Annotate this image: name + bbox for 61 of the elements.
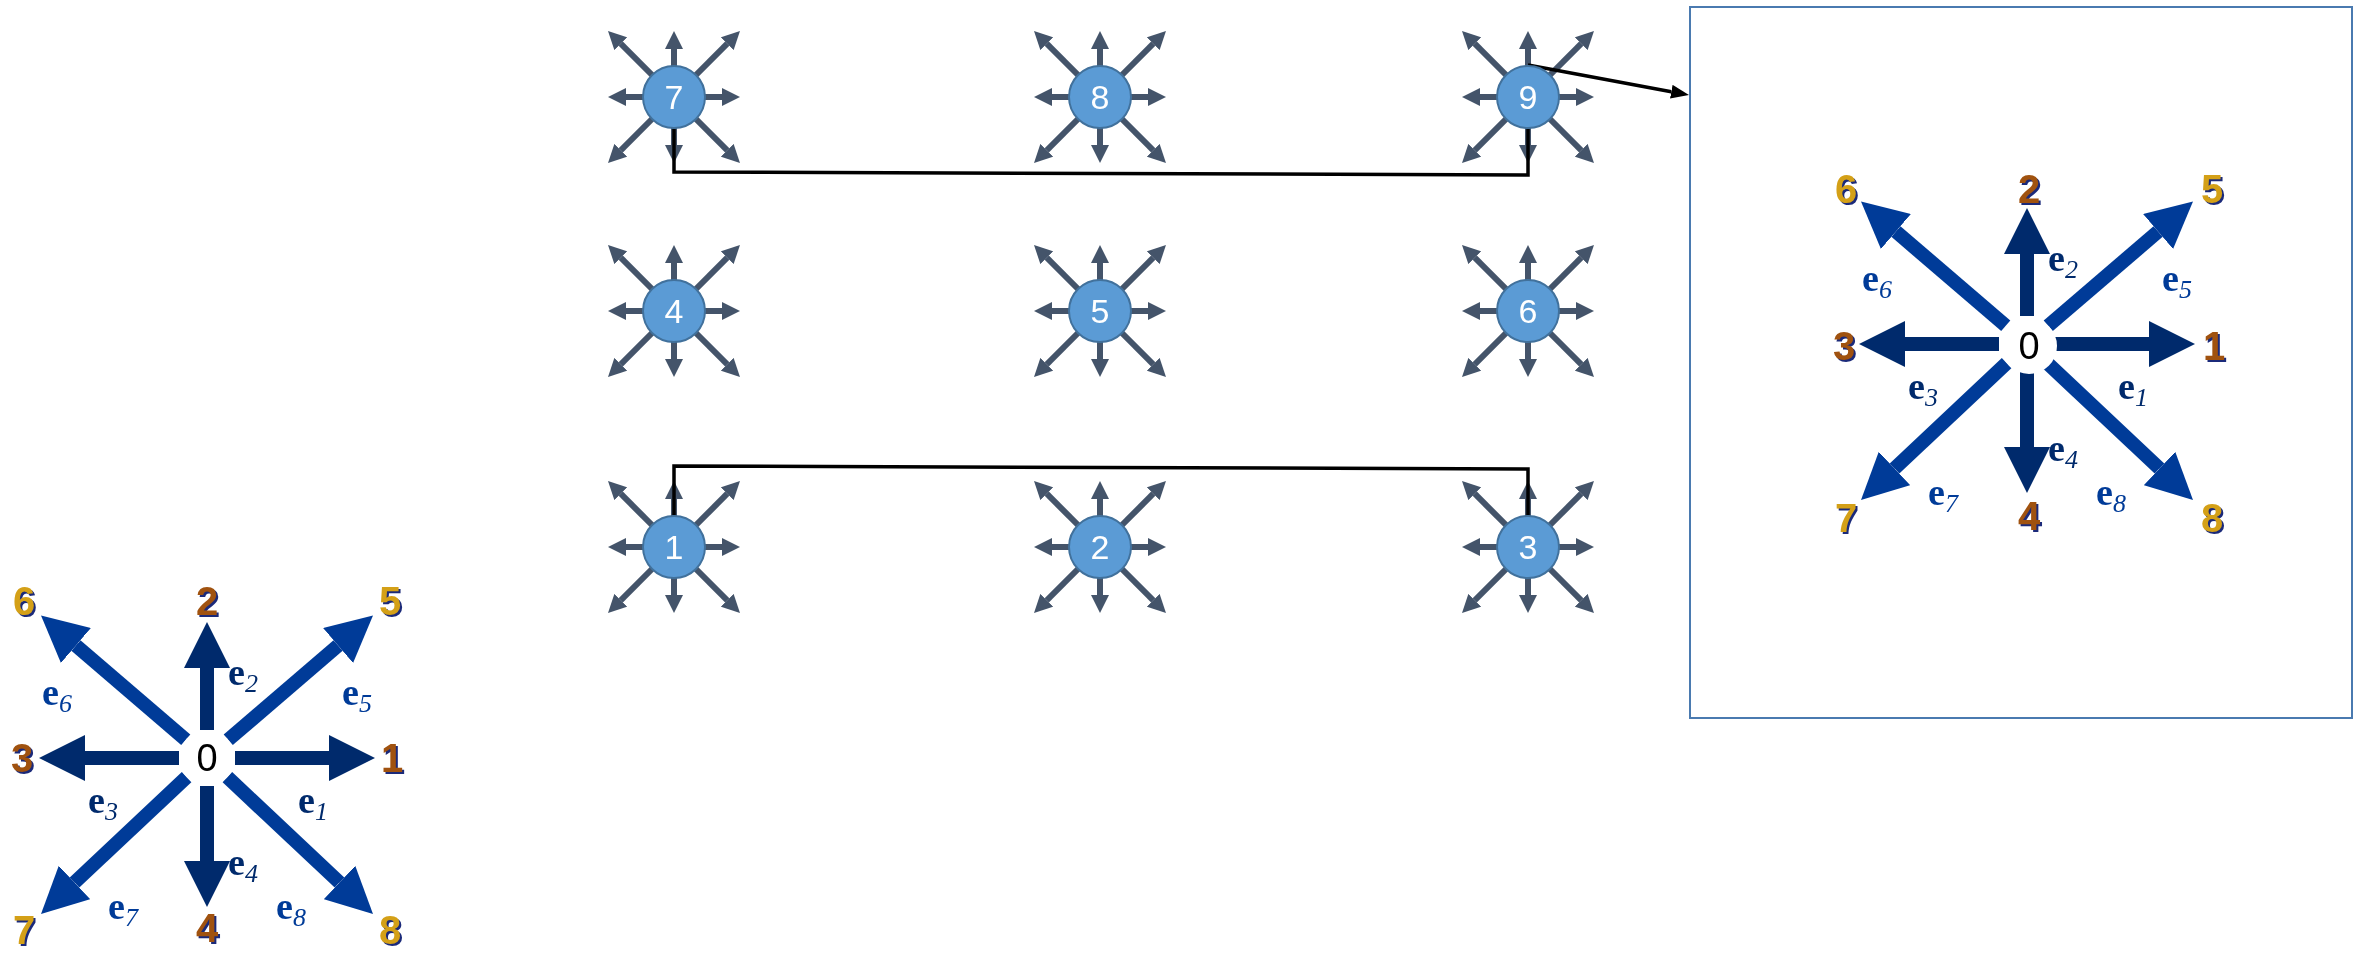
vector-label: e$_{4}$	[228, 843, 258, 881]
direction-number: 3	[1827, 325, 1861, 367]
vector-label: e$_{6}$	[1862, 259, 1892, 297]
vector-label: e$_{8}$	[276, 887, 306, 925]
vector-label: e$_{1}$	[298, 781, 328, 819]
vector-label: e$_{7}$	[108, 887, 138, 925]
direction-number: 1	[2197, 325, 2231, 367]
vector-label: e$_{5}$	[342, 673, 372, 711]
direction-number: 6	[1829, 168, 1863, 210]
arrow	[1861, 201, 2011, 332]
arrow	[1861, 358, 2012, 500]
direction-number: 1	[375, 737, 409, 779]
direction-number: 7	[7, 909, 41, 951]
connector-line	[672, 129, 1530, 177]
lattice-node: 5	[1068, 279, 1132, 343]
direction-number: 7	[1829, 497, 1863, 539]
direction-number: 2	[190, 580, 224, 622]
arrow	[2055, 321, 2195, 367]
vector-label: e$_{2}$	[2048, 239, 2078, 277]
vector-label: e$_{5}$	[2162, 259, 2192, 297]
direction-number: 2	[2012, 168, 2046, 210]
lattice-node: 4	[642, 279, 706, 343]
arrow	[222, 772, 373, 914]
arrow	[2004, 208, 2050, 316]
arrow	[2004, 372, 2050, 493]
lattice-node: 2	[1068, 515, 1132, 579]
vector-label: e$_{4}$	[2048, 429, 2078, 467]
direction-number: 8	[2195, 497, 2229, 539]
vector-label: e$_{6}$	[42, 673, 72, 711]
arrow	[1859, 321, 1999, 367]
direction-number: 8	[373, 909, 407, 951]
direction-number: 3	[5, 737, 39, 779]
arrow	[41, 615, 191, 746]
arrow	[41, 772, 192, 914]
lattice-node: 9	[1496, 65, 1560, 129]
direction-number: 6	[7, 580, 41, 622]
lattice-node: 7	[642, 65, 706, 129]
arrow	[223, 615, 373, 746]
arrow	[184, 622, 230, 730]
direction-number: 4	[2012, 495, 2046, 537]
vector-label: e$_{8}$	[2096, 473, 2126, 511]
arrow	[2043, 201, 2193, 332]
arrow	[2042, 358, 2193, 500]
arrow	[1527, 63, 1689, 99]
vector-label: e$_{3}$	[1908, 367, 1938, 405]
lattice-node: 3	[1496, 515, 1560, 579]
lattice-node: 8	[1068, 65, 1132, 129]
lattice-node: 6	[1496, 279, 1560, 343]
vector-label: e$_{3}$	[88, 781, 118, 819]
arrow	[39, 735, 179, 781]
zoom-frame	[1689, 6, 2353, 719]
direction-number: 5	[373, 580, 407, 622]
direction-number: 4	[190, 907, 224, 949]
vector-label: e$_{7}$	[1928, 473, 1958, 511]
arrow	[184, 786, 230, 907]
lattice-node: 1	[642, 515, 706, 579]
arrow	[235, 735, 375, 781]
direction-number: 5	[2195, 168, 2229, 210]
vector-label: e$_{1}$	[2118, 367, 2148, 405]
connector-line	[672, 464, 1530, 515]
vector-label: e$_{2}$	[228, 653, 258, 691]
